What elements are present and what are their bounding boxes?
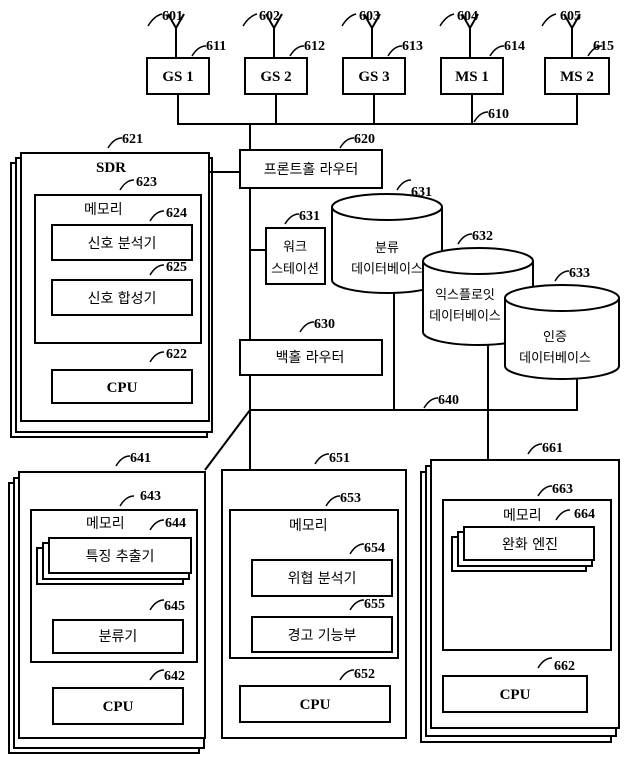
node-641: 641 643 메모리 644 특징 추출기 645 분류기 642 CPU: [9, 451, 205, 753]
ref-label: 640: [438, 393, 459, 408]
cpu-label: CPU: [300, 697, 331, 713]
ref-label: 652: [354, 667, 375, 682]
database-top: [423, 248, 533, 274]
ref-label: 621: [122, 132, 143, 147]
ref-label: 623: [136, 175, 157, 190]
ref-label: 662: [554, 659, 575, 674]
fronthaul-router: 620 프론트홀 라우터: [240, 132, 382, 188]
fronthaul-label: 프론트홀 라우터: [264, 162, 359, 178]
ref-label: 641: [130, 451, 151, 466]
signal-analyzer-label: 신호 분석기: [88, 236, 157, 252]
database-line2: 데이터베이스: [429, 309, 501, 324]
ref-label: 615: [593, 39, 614, 54]
ref-label: 625: [166, 260, 187, 275]
ref-label: 611: [206, 39, 226, 54]
ref-label: 631: [299, 209, 320, 224]
memory-label: 메모리: [503, 508, 542, 524]
ref-label: 604: [457, 9, 478, 24]
cpu-label: CPU: [103, 699, 134, 715]
cpu-label: CPU: [500, 687, 531, 703]
ref-label: 605: [560, 9, 581, 24]
sdr-stack: 621 SDR 623 메모리 624 신호 분석기 625 신호 합성기 62…: [11, 132, 240, 437]
database-top: [332, 194, 442, 220]
ref-label: 632: [472, 229, 493, 244]
ref-label: 643: [140, 489, 161, 504]
station-label: GS 2: [260, 69, 291, 85]
ref-label: 651: [329, 451, 350, 466]
signal-synth-label: 신호 합성기: [88, 291, 157, 307]
alert-function-label: 경고 기능부: [288, 628, 357, 644]
workstation: 631 워크 스테이션: [250, 209, 325, 284]
ref-label: 661: [542, 441, 563, 456]
ref-label: 601: [162, 9, 183, 24]
station-label: GS 3: [358, 69, 389, 85]
node-651: 651 653 메모리 654 위협 분석기 655 경고 기능부 652 CP…: [222, 451, 406, 738]
cpu-label: CPU: [107, 380, 138, 396]
workstation-line2: 스테이션: [271, 262, 319, 277]
ref-label: 603: [359, 9, 380, 24]
database-line2: 데이터베이스: [351, 262, 423, 277]
station-label: MS 2: [560, 69, 594, 85]
classifier-label: 분류기: [99, 629, 138, 645]
station-label: GS 1: [162, 69, 193, 85]
ref-label: 613: [402, 39, 423, 54]
ref-label: 602: [259, 9, 280, 24]
backhaul-router: 630 백홀 라우터: [240, 317, 382, 375]
database-line1: 인증: [543, 330, 567, 345]
ref-label: 654: [364, 541, 385, 556]
ref-label: 642: [164, 669, 185, 684]
sdr-title: SDR: [96, 160, 126, 176]
memory-label: 메모리: [86, 516, 125, 532]
backhaul-label: 백홀 라우터: [276, 350, 345, 366]
ref-label: 655: [364, 597, 385, 612]
threat-analyzer-label: 위협 분석기: [288, 571, 357, 587]
node-661: 661 663 메모리 664 완화 엔진 662 CPU: [421, 441, 619, 742]
database-top: [505, 285, 619, 311]
ref-label: 612: [304, 39, 325, 54]
ref-label: 653: [340, 491, 361, 506]
ref-label: 610: [488, 107, 509, 122]
station-label: MS 1: [455, 69, 489, 85]
database-line1: 분류: [375, 241, 399, 256]
ref-label: 645: [164, 599, 185, 614]
ref-label: 620: [354, 132, 375, 147]
ref-label: 624: [166, 206, 187, 221]
ref-label: 622: [166, 347, 187, 362]
ref-label: 644: [165, 516, 186, 531]
memory-label: 메모리: [289, 518, 328, 534]
mitigation-engine-label: 완화 엔진: [502, 537, 558, 553]
ref-label: 630: [314, 317, 335, 332]
ref-label: 633: [569, 266, 590, 281]
antenna-group: 601 602 603 604 605 GS 1 GS 2 GS 3 MS 1 …: [147, 9, 614, 94]
memory-label: 메모리: [84, 202, 123, 218]
ref-label: 614: [504, 39, 525, 54]
ref-label: 663: [552, 482, 573, 497]
workstation-line1: 워크: [283, 240, 307, 255]
ref-label: 664: [574, 507, 595, 522]
database-line1: 익스플로잇: [435, 288, 495, 303]
database-line2: 데이터베이스: [519, 351, 591, 366]
feature-extractor-label: 특징 추출기: [86, 549, 155, 565]
